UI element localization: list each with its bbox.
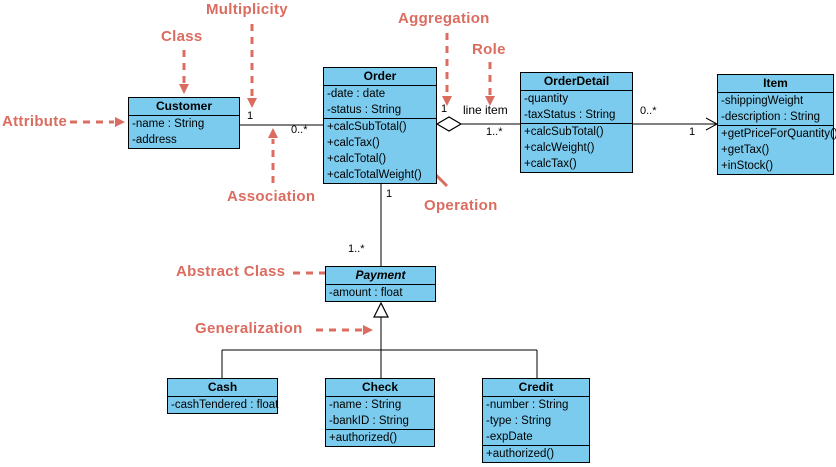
annotation-attribute: Attribute <box>2 113 68 130</box>
class-title: OrderDetail <box>521 73 632 91</box>
operation: +calcTax() <box>524 158 577 170</box>
annotation-class: Class <box>161 28 203 45</box>
multiplicity-label: 0..* <box>291 124 308 136</box>
class-title: Customer <box>129 98 239 116</box>
attribute-annotation-arrowhead-icon <box>115 117 125 127</box>
annotation-generalization: Generalization <box>195 320 303 337</box>
operation: +getTax() <box>721 144 770 156</box>
operation: +authorized() <box>486 448 555 460</box>
attribute: -description : String <box>721 111 821 123</box>
attributes-compartment: -date : date -status : String <box>324 86 436 118</box>
attribute: -status : String <box>327 104 402 116</box>
attribute: -address <box>132 134 177 146</box>
class-credit[interactable]: Credit -number : String -type : String -… <box>482 378 590 463</box>
attribute: -bankID : String <box>329 415 409 427</box>
attribute: -cashTendered : float <box>171 399 279 411</box>
operation: +calcSubTotal() <box>327 121 407 133</box>
attribute: -number : String <box>486 399 569 411</box>
operation: +calcTotal() <box>327 153 387 165</box>
operations-compartment: +authorized() <box>326 429 434 446</box>
attributes-compartment: -amount : float <box>326 285 435 301</box>
class-orderdetail[interactable]: OrderDetail -quantity -taxStatus : Strin… <box>520 72 633 173</box>
operation: +calcSubTotal() <box>524 126 604 138</box>
operation: +calcWeight() <box>524 142 595 154</box>
multiplicity-label: 1..* <box>486 126 503 138</box>
role-annotation-arrowhead-icon <box>485 96 495 106</box>
operations-compartment: +calcSubTotal() +calcTax() +calcTotal() … <box>324 118 436 183</box>
class-title: Payment <box>326 267 435 285</box>
class-payment[interactable]: Payment -amount : float <box>325 266 436 302</box>
class-title: Cash <box>168 379 277 397</box>
class-check[interactable]: Check -name : String -bankID : String +a… <box>325 378 435 447</box>
annotation-role: Role <box>472 41 506 58</box>
operations-compartment: +authorized() <box>483 445 589 462</box>
operation-annotation-arrow <box>434 173 449 188</box>
annotation-aggregation: Aggregation <box>398 10 490 27</box>
class-cash[interactable]: Cash -cashTendered : float <box>167 378 278 414</box>
attribute: -amount : float <box>329 287 403 299</box>
multiplicity-label: 1 <box>441 103 448 115</box>
annotation-association: Association <box>227 188 316 205</box>
attribute: -taxStatus : String <box>524 109 616 121</box>
operation: +authorized() <box>329 432 398 444</box>
aggregation-annotation-arrowhead-icon <box>442 96 452 106</box>
association-annotation-arrowhead-icon <box>268 128 278 138</box>
attributes-compartment: -quantity -taxStatus : String <box>521 91 632 123</box>
generalization-triangle-icon <box>373 301 389 318</box>
attribute: -name : String <box>329 399 402 411</box>
class-title: Item <box>718 75 833 93</box>
attribute: -date : date <box>327 88 386 100</box>
attributes-compartment: -cashTendered : float <box>168 397 279 413</box>
attribute: -name : String <box>132 118 205 130</box>
annotation-operation: Operation <box>424 197 498 214</box>
attribute: -quantity <box>524 93 569 105</box>
multiplicity-label: 1 <box>386 188 393 200</box>
attributes-compartment: -name : String -bankID : String <box>326 397 434 429</box>
class-order[interactable]: Order -date : date -status : String +cal… <box>323 67 437 184</box>
class-item[interactable]: Item -shippingWeight -description : Stri… <box>717 74 836 175</box>
multiplicity-label: 1..* <box>348 243 365 255</box>
generalization-annotation-arrowhead-icon <box>363 325 373 335</box>
attribute: -expDate <box>486 431 533 443</box>
attributes-compartment: -shippingWeight -description : String <box>718 93 833 125</box>
class-title: Credit <box>483 379 589 397</box>
operation: +inStock() <box>721 160 774 172</box>
multiplicity-annotation-arrowhead-icon <box>247 98 257 108</box>
multiplicity-label: 1 <box>689 126 696 138</box>
annotation-multiplicity: Multiplicity <box>206 1 288 18</box>
annotation-abstract-class: Abstract Class <box>176 263 286 280</box>
attributes-compartment: -name : String -address <box>129 116 239 148</box>
attributes-compartment: -number : String -type : String -expDate <box>483 397 589 445</box>
class-title: Order <box>324 68 436 86</box>
attribute: -shippingWeight <box>721 95 804 107</box>
operations-compartment: +calcSubTotal() +calcWeight() +calcTax() <box>521 123 632 172</box>
multiplicity-label: 1 <box>247 110 254 122</box>
class-customer[interactable]: Customer -name : String -address <box>128 97 240 149</box>
operation: +getPriceForQuantity() <box>721 128 836 140</box>
operations-compartment: +getPriceForQuantity() +getTax() +inStoc… <box>718 125 836 174</box>
multiplicity-label: 0..* <box>640 105 657 117</box>
aggregation-diamond <box>435 116 463 132</box>
role-label: line item <box>463 103 508 117</box>
class-annotation-arrowhead-icon <box>179 84 189 94</box>
attribute: -type : String <box>486 415 552 427</box>
operation: +calcTax() <box>327 137 380 149</box>
operation: +calcTotalWeight() <box>327 169 422 181</box>
class-title: Check <box>326 379 434 397</box>
